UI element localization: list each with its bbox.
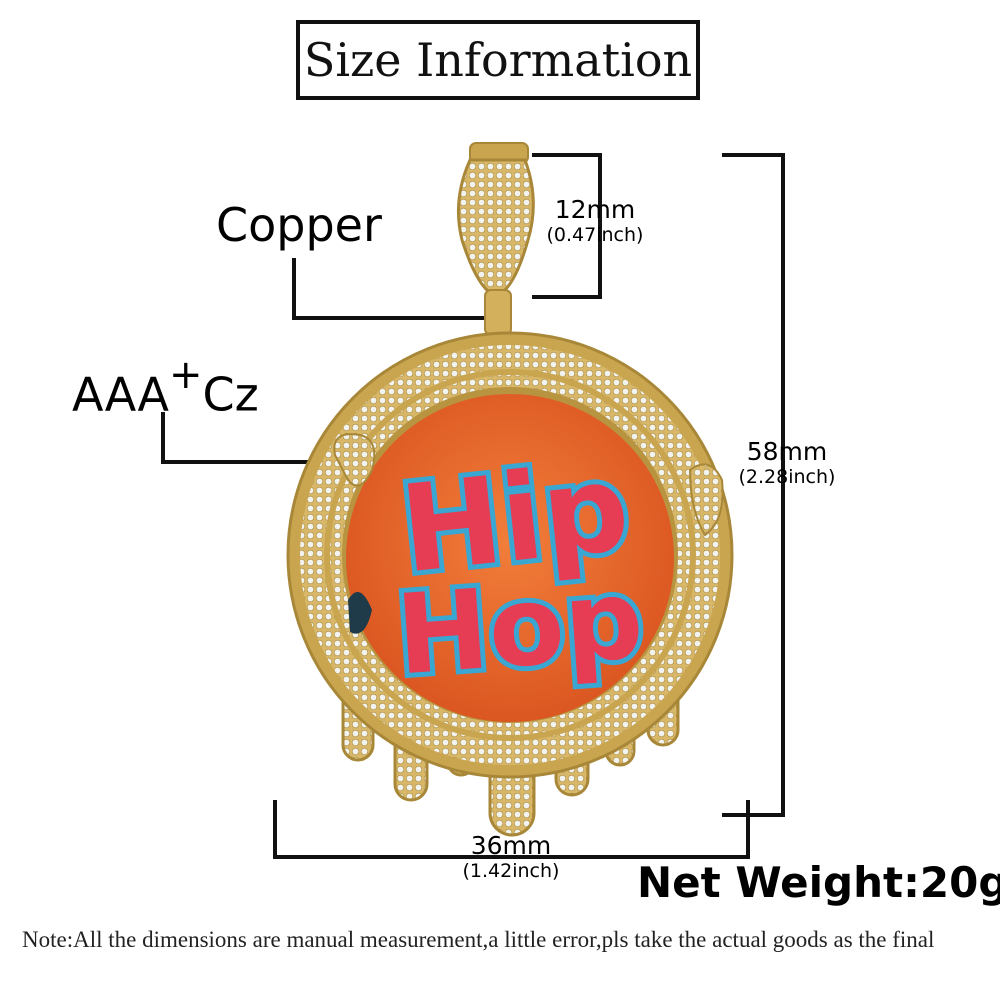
measurement-note: Note:All the dimensions are manual measu… [22,927,935,952]
bail-height-imperial: (0.47inch) [546,224,644,246]
copper-leader-line [292,258,500,320]
stone-plus: + [168,352,203,398]
width-bracket [273,800,750,859]
total-height-imperial: (2.28inch) [738,466,836,488]
total-height-dimension: 58mm (2.28inch) [728,437,846,488]
bail-height-bracket [532,153,602,299]
stone-leader-line [161,412,368,464]
width-imperial: (1.42inch) [462,860,560,882]
width-dimension: 36mm (1.42inch) [452,831,570,882]
bail-height-metric: 12mm [554,195,636,224]
artwork-word-1: Hip [395,438,636,600]
frame-drips-top [333,433,724,537]
net-weight: Net Weight:20g [637,858,1000,907]
hip-hop-artwork: Hip Hop [346,394,674,722]
width-metric: 36mm [470,831,552,860]
stone-suffix: Cz [202,367,259,422]
bail-height-dimension: 12mm (0.47inch) [535,195,655,246]
measurement-lines [161,153,785,859]
title-text: Size Information [303,33,693,87]
artwork-word-2: Hop [392,555,647,700]
size-information-title: Size Information [296,20,700,100]
total-height-bracket [722,153,785,817]
material-label: Copper [216,198,382,252]
total-height-metric: 58mm [746,437,828,466]
stone-label: AAA+Cz [72,352,259,422]
stone-prefix: AAA [72,367,169,422]
bail [456,142,535,336]
